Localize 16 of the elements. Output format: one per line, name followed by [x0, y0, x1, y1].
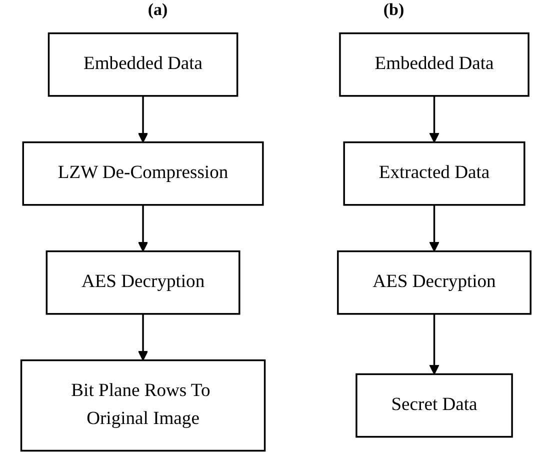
node-box: Secret Data	[356, 373, 513, 438]
node-box: Bit Plane Rows To Original Image	[20, 359, 266, 452]
node-box: Extracted Data	[343, 141, 526, 206]
arrow	[138, 96, 148, 143]
arrow	[138, 204, 148, 252]
node-box: Embedded Data	[48, 32, 238, 97]
panel-label: (a)	[148, 0, 168, 21]
panel-label: (b)	[383, 0, 404, 21]
node-box: LZW De-Compression	[22, 141, 264, 206]
arrow	[429, 204, 440, 252]
arrow	[138, 314, 148, 361]
node-box: AES Decryption	[337, 250, 532, 315]
node-box: AES Decryption	[46, 250, 240, 315]
arrow	[429, 96, 440, 143]
node-box: Embedded Data	[339, 32, 530, 97]
arrow	[429, 314, 440, 375]
